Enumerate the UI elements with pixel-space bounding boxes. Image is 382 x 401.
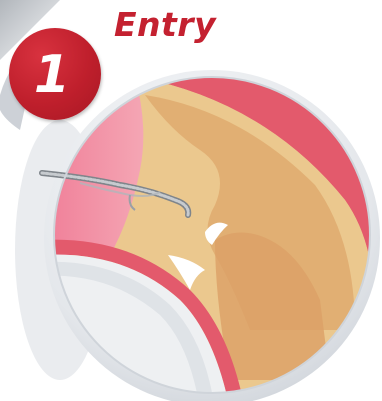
step-badge: 1 <box>9 28 101 120</box>
step-title: Entry <box>114 8 216 41</box>
step-number: 1 <box>34 49 70 101</box>
